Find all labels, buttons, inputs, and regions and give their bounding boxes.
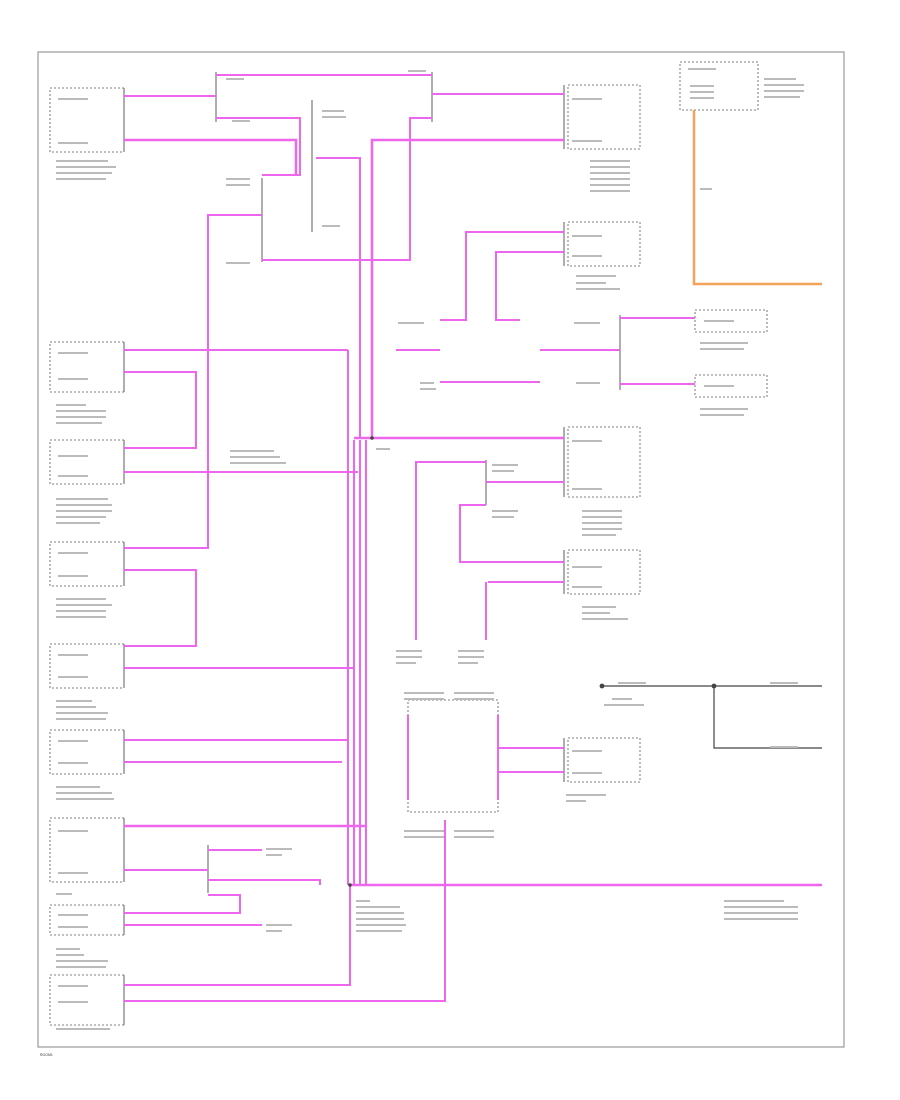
footer-label: ROOM1 bbox=[40, 1053, 53, 1057]
component-box bbox=[49, 817, 125, 883]
label-marks bbox=[56, 68, 804, 1030]
component-box bbox=[49, 341, 125, 393]
component-box bbox=[49, 904, 125, 936]
component-box bbox=[567, 426, 641, 498]
component-box bbox=[567, 84, 641, 150]
pink-wires bbox=[124, 74, 822, 1002]
splice-points bbox=[348, 436, 374, 887]
component-box bbox=[567, 221, 641, 267]
component-box bbox=[49, 541, 125, 587]
component-box bbox=[49, 439, 125, 485]
component-box bbox=[49, 729, 125, 775]
component-box bbox=[567, 737, 641, 783]
connectors bbox=[123, 72, 621, 1025]
component-box bbox=[49, 643, 125, 689]
component-box bbox=[49, 974, 125, 1026]
left-components bbox=[49, 87, 125, 1026]
diagram-border bbox=[37, 51, 845, 1048]
component-box bbox=[407, 699, 499, 813]
